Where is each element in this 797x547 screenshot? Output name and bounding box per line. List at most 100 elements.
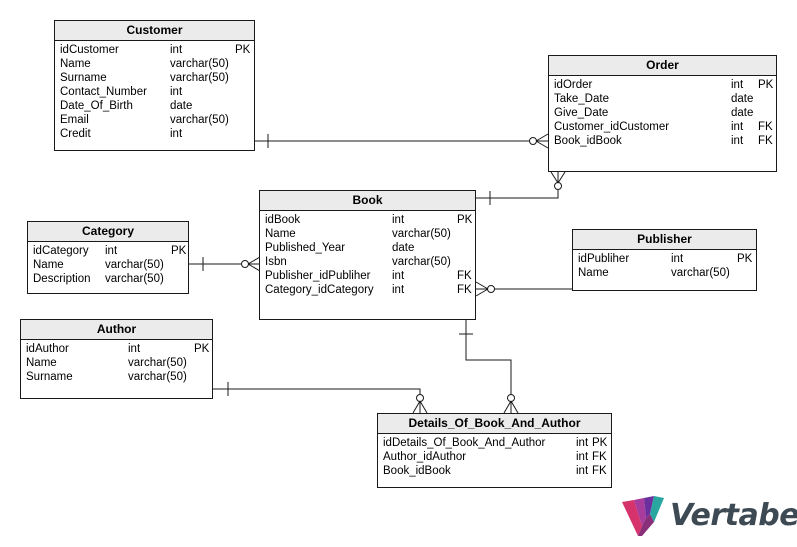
column-name: Published_Year	[265, 242, 346, 254]
relationship-customer-order	[254, 133, 549, 149]
column-type: varchar(50)	[105, 273, 164, 285]
column-type: int	[671, 253, 684, 265]
column-type: int	[731, 135, 744, 147]
column-name: idCustomer	[60, 44, 119, 56]
column-name: Description	[33, 273, 91, 285]
column-name: Name	[578, 267, 609, 279]
column-row: Name varchar(50)	[55, 57, 254, 71]
column-name: Book_idBook	[554, 135, 622, 147]
column-type: varchar(50)	[392, 256, 451, 268]
column-key: PK	[194, 343, 210, 355]
column-name: Contact_Number	[60, 86, 147, 98]
column-name: Surname	[60, 72, 107, 84]
relationship-publisher-book	[475, 281, 572, 297]
column-name: idBook	[265, 214, 301, 226]
column-type: int	[576, 465, 589, 477]
column-key: FK	[457, 284, 472, 296]
column-type: varchar(50)	[392, 228, 451, 240]
column-row: Surname varchar(50)	[55, 71, 254, 85]
column-row: idPubliher int PK	[573, 252, 756, 266]
entity-title: Book	[260, 191, 475, 211]
column-row: Name varchar(50)	[28, 258, 188, 272]
relationship-author-details	[213, 382, 428, 414]
column-row: Customer_idCustomer int FK	[549, 120, 776, 134]
column-name: idCategory	[33, 245, 89, 257]
relationship-book-order	[476, 171, 566, 205]
column-name: Name	[60, 58, 91, 70]
column-type: int	[170, 86, 183, 98]
entity-columns: idPubliher int PK Name varchar(50)	[573, 250, 756, 280]
vertabelo-logo-text: Vertabelo	[670, 498, 797, 533]
column-type: int	[392, 214, 405, 226]
column-key: FK	[758, 121, 773, 133]
column-row: Published_Year date	[260, 241, 475, 255]
column-name: Name	[26, 357, 57, 369]
column-key: FK	[592, 451, 607, 463]
column-type: int	[105, 245, 118, 257]
column-name: Email	[60, 114, 89, 126]
column-type: date	[392, 242, 415, 254]
relationship-category-book	[189, 256, 261, 272]
column-key: PK	[457, 214, 473, 226]
column-name: Isbn	[265, 256, 287, 268]
column-key: PK	[592, 437, 608, 449]
column-row: Description varchar(50)	[28, 272, 188, 286]
relationship-book-details	[459, 320, 519, 414]
column-type: int	[731, 121, 744, 133]
column-row: Isbn varchar(50)	[260, 255, 475, 269]
column-type: int	[392, 270, 405, 282]
column-type: varchar(50)	[170, 58, 229, 70]
column-row: Name varchar(50)	[573, 266, 756, 280]
column-key: PK	[235, 44, 251, 56]
column-row: Surname varchar(50)	[21, 370, 212, 384]
column-type: varchar(50)	[105, 259, 164, 271]
column-name: Surname	[26, 371, 73, 383]
column-type: int	[170, 128, 183, 140]
column-type: varchar(50)	[671, 267, 730, 279]
entity-details-of-book-and-author[interactable]: Details_Of_Book_And_Author idDetails_Of_…	[377, 413, 612, 488]
column-name: Give_Date	[554, 107, 609, 119]
column-name: idPubliher	[578, 253, 630, 265]
column-type: int	[576, 437, 589, 449]
column-type: int	[576, 451, 589, 463]
column-key: PK	[737, 253, 753, 265]
column-type: date	[170, 100, 193, 112]
column-name: Customer_idCustomer	[554, 121, 670, 133]
column-name: Name	[33, 259, 64, 271]
column-name: Take_Date	[554, 93, 609, 105]
column-type: varchar(50)	[128, 371, 187, 383]
column-key: FK	[457, 270, 472, 282]
column-name: Category_idCategory	[265, 284, 374, 296]
column-type: varchar(50)	[170, 72, 229, 84]
column-key: PK	[758, 79, 774, 91]
column-name: Book_idBook	[383, 465, 451, 477]
column-type: varchar(50)	[128, 357, 187, 369]
column-type: date	[731, 93, 754, 105]
column-key: FK	[592, 465, 607, 477]
